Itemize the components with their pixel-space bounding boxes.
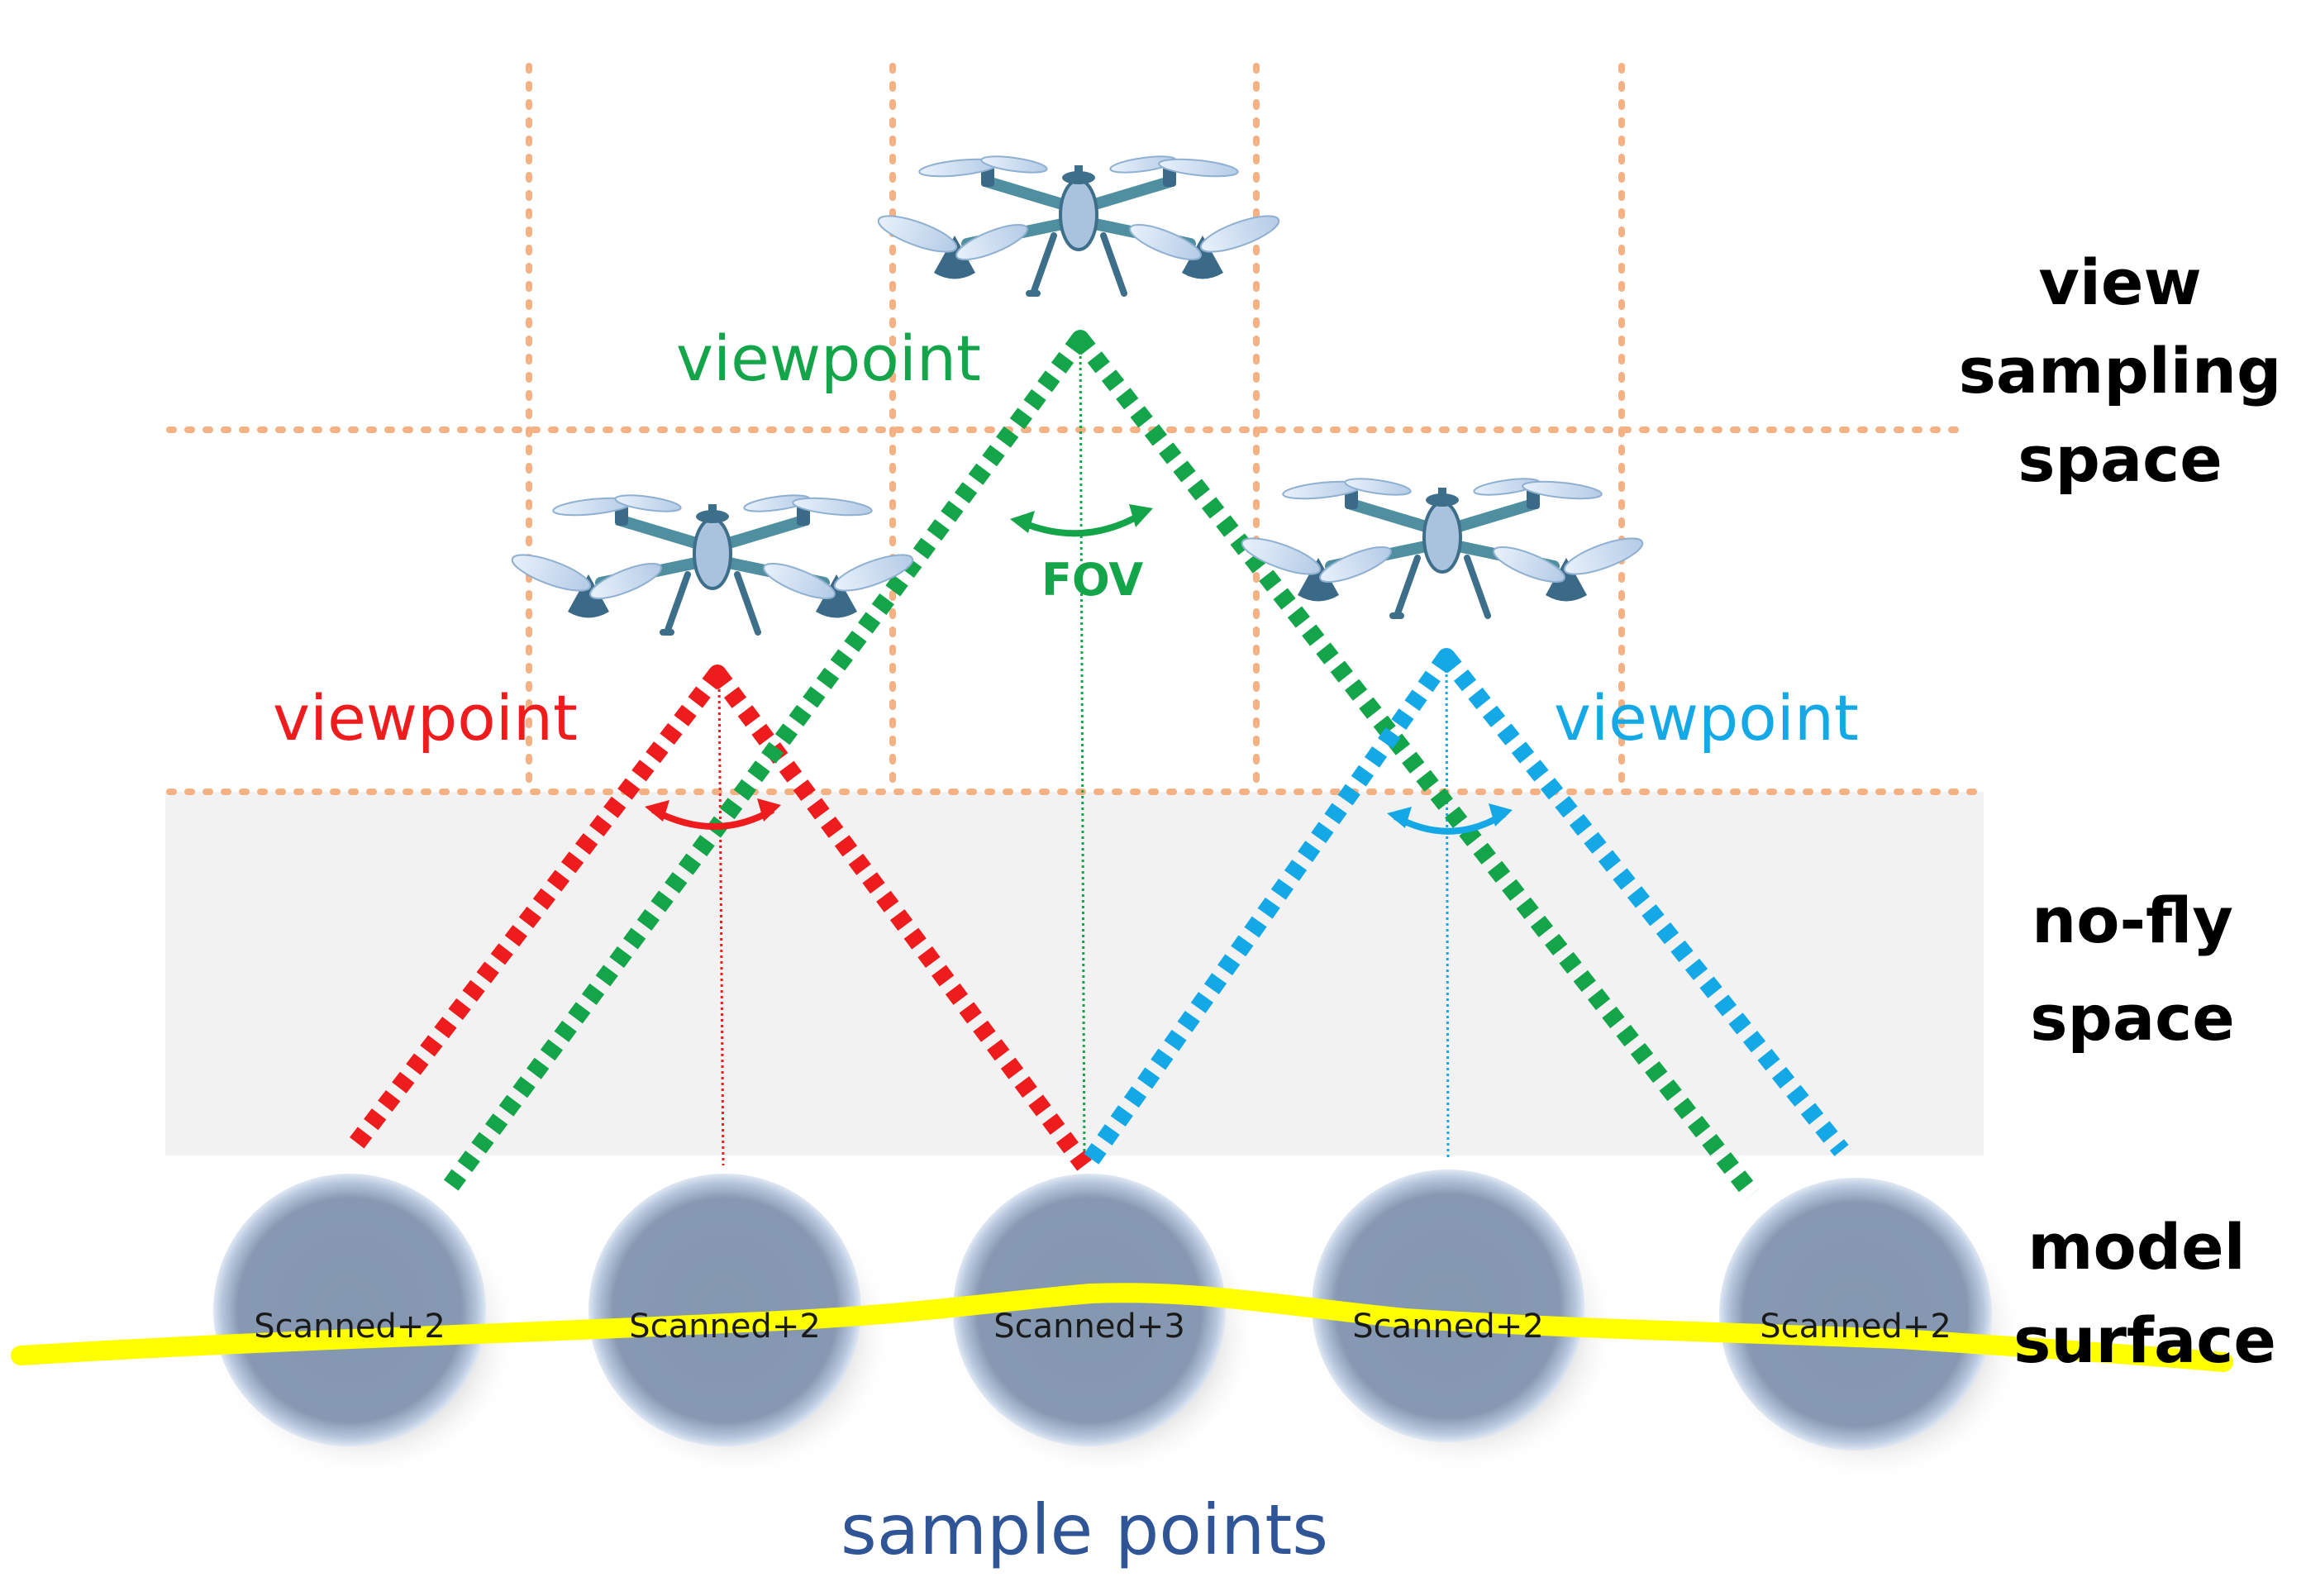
view-sampling-space-line: view — [2038, 245, 2201, 319]
green-ray-right — [1073, 333, 1760, 1200]
sample-point-label: Scanned+2 — [1760, 1308, 1951, 1346]
view-sampling-space-label: view sampling space — [1959, 245, 2282, 496]
sample-point-label: Scanned+2 — [629, 1308, 821, 1346]
model-surface-line: model — [2027, 1210, 2245, 1284]
blue-center-ray — [1445, 656, 1450, 1158]
sample-point-label: Scanned+3 — [993, 1308, 1185, 1346]
blue-ray-left — [1079, 651, 1454, 1171]
model-surface-line: surface — [2013, 1303, 2276, 1377]
sample-point — [213, 1174, 486, 1446]
fov-arc-icon-green — [1010, 504, 1153, 537]
sample-point — [953, 1174, 1226, 1446]
red-center-ray — [717, 677, 725, 1166]
view-sampling-space-line: sampling — [1959, 334, 2282, 407]
fov-arc-icon-red — [645, 798, 781, 830]
no-fly-region — [165, 792, 1984, 1155]
view-sampling-grid — [166, 63, 1987, 797]
no-fly-space-line: space — [2030, 981, 2235, 1055]
no-fly-space-line: no-fly — [2032, 884, 2233, 957]
blue-ray-right — [1439, 651, 1849, 1156]
view-sampling-space-line: space — [2018, 422, 2223, 496]
sample-point-label: Scanned+2 — [254, 1308, 445, 1346]
sample-points-label: sample points — [841, 1489, 1328, 1570]
model-surface-label: model surface — [2013, 1210, 2276, 1377]
sample-point-label: Scanned+2 — [1352, 1308, 1544, 1346]
viewpoint-label-red: viewpoint — [273, 681, 578, 755]
fov-arc-icon-blue — [1387, 803, 1513, 835]
drone-icon — [508, 493, 917, 632]
model-surface-curve — [11, 1283, 2233, 1372]
sample-point — [588, 1174, 861, 1446]
no-fly-space-label: no-fly space — [2030, 884, 2235, 1055]
green-ray-left — [443, 333, 1088, 1192]
sample-point — [1312, 1170, 1584, 1442]
red-ray-left — [348, 668, 725, 1151]
green-center-ray — [1079, 338, 1086, 1166]
viewpoint-label-blue: viewpoint — [1554, 681, 1859, 755]
viewpoint-marker-blue — [1437, 648, 1456, 666]
viewpoint-label-green: viewpoint — [676, 322, 981, 395]
fov-label: FOV — [1041, 554, 1143, 606]
viewpoint-marker-green — [1071, 330, 1089, 348]
drone-icon — [874, 154, 1283, 293]
viewpoint-marker-red — [708, 665, 727, 683]
sample-point — [1719, 1178, 1992, 1451]
drone-icon — [1238, 476, 1646, 616]
